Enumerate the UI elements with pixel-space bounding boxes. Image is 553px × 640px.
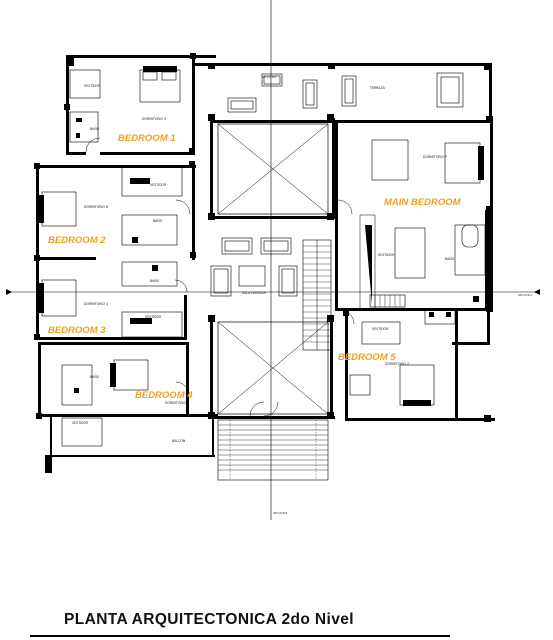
label-dormitorio-3: DORMITORIO 3 (165, 401, 189, 405)
beds (38, 66, 484, 406)
label-bedroom-1: BEDROOM 1 (118, 133, 176, 144)
label-bedroom-3: BEDROOM 3 (48, 325, 106, 336)
label-vestidor-4: VESTIDOR (72, 421, 89, 425)
main-bedroom-stair (359, 214, 406, 311)
title-underline (30, 635, 450, 637)
label-vestidor-2: VESTIDOR (150, 183, 167, 187)
label-seccion-b-top: SECCION B (262, 75, 276, 79)
central-staircase (302, 239, 332, 351)
section-marker-right (534, 289, 540, 295)
label-seccion-a: SECCION A (518, 293, 532, 297)
label-sala-familiar: SALA FAMILIAR (242, 291, 267, 295)
label-main-bedroom: MAIN BEDROOM (384, 197, 462, 208)
door-swings (85, 137, 355, 417)
label-bedroom-4: BEDROOM 4 (135, 390, 193, 401)
label-terraza: TERRAZA (369, 86, 386, 90)
label-bedroom-5: BEDROOM 5 (338, 352, 396, 363)
label-balcon: BALCON (172, 439, 186, 443)
label-dormitorio-5: DORMITORIO 5 (142, 117, 166, 121)
sala-familiar-furniture (210, 237, 298, 297)
fixtures (74, 118, 479, 393)
label-dormitorio-6: DORMITORIO 6 (84, 205, 108, 209)
label-seccion-b-bottom: SECCION B (273, 511, 287, 515)
label-bano-1: BAÑO (90, 126, 100, 131)
double-height-void-bottom (217, 321, 329, 415)
label-dormitorio-p: DORMITORIO P (423, 155, 447, 159)
exterior-walls (36, 55, 495, 473)
terraza-furniture (227, 72, 464, 113)
label-vestidor-3: VESTIDOR (145, 315, 162, 319)
label-dormitorio-4: DORMITORIO 4 (84, 302, 108, 306)
section-marker-left (6, 289, 12, 295)
plan-title: PLANTA ARQUITECTONICA 2do Nivel (64, 611, 354, 628)
floor-plan: BEDROOM 1 BEDROOM 2 BEDROOM 3 BEDROOM 4 … (6, 0, 540, 520)
structural-columns (34, 53, 493, 422)
double-height-void-top (217, 123, 329, 215)
label-bedroom-2: BEDROOM 2 (48, 235, 106, 246)
label-vestidor-main: VESTIDOR (378, 253, 395, 257)
label-vestidor-5: VESTIDOR (372, 327, 389, 331)
entry-steps (217, 419, 329, 481)
label-bano-2: BAÑO (153, 218, 163, 223)
label-bano-main: BAÑO (445, 256, 455, 261)
label-vestidor-1: VESTIDOR (84, 84, 101, 88)
label-bano-3: BAÑO (150, 278, 160, 283)
plan-title-block: PLANTA ARQUITECTONICA 2do Nivel (30, 607, 470, 637)
label-bano-4: BAÑO (90, 374, 100, 379)
label-dormitorio-2: DORMITORIO 2 (385, 362, 409, 366)
closets-and-baths (61, 69, 486, 447)
